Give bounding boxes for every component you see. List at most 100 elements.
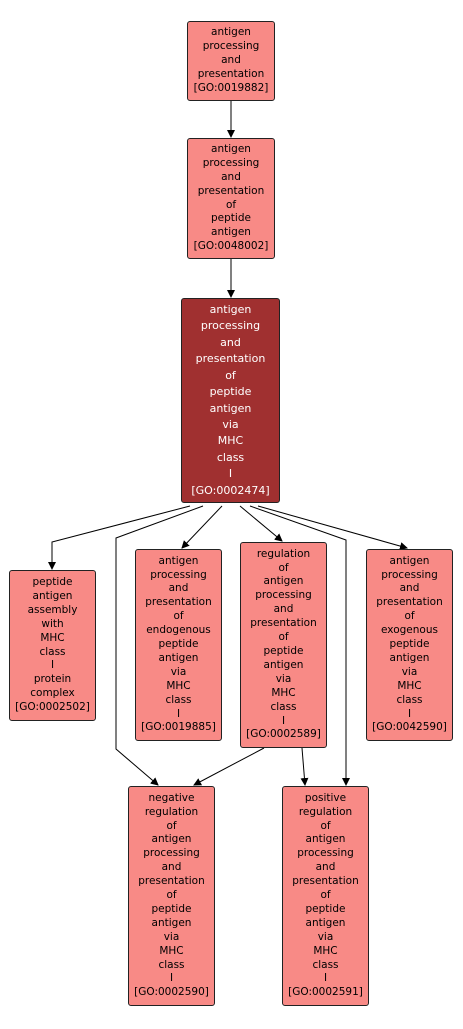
term-line: and: [168, 582, 189, 595]
term-line: class: [270, 700, 297, 713]
edge-go0002474-to-go0002502: [48, 505, 191, 570]
term-line: antigen: [209, 401, 252, 415]
term-line: antigen: [151, 916, 192, 929]
term-line: assembly: [27, 603, 78, 616]
term-line: antigen: [305, 833, 346, 846]
term-line: presentation: [138, 875, 205, 888]
term-line: via: [170, 665, 187, 678]
edge-go0002474-to-go0002591: [249, 505, 350, 786]
edge-go0002589-to-go0002591: [300, 747, 309, 786]
term-line: I: [323, 972, 328, 985]
term-line: presentation: [292, 875, 359, 888]
go-id-label: [GO:0002591]: [288, 986, 363, 999]
term-line: processing: [200, 319, 261, 333]
term-line: antigen: [211, 226, 251, 239]
term-line: of: [320, 819, 331, 832]
term-line: of: [225, 368, 236, 382]
term-line: negative: [148, 791, 195, 804]
term-line: presentation: [145, 596, 212, 609]
term-line: positive: [304, 791, 347, 804]
term-line: of: [166, 819, 177, 832]
term-line: processing: [150, 568, 207, 581]
go-node-0002474[interactable]: antigen processing and presentation of peptid…: [181, 298, 280, 503]
term-line: regulation: [256, 547, 311, 560]
term-line: MHC: [313, 944, 338, 957]
term-line: processing: [202, 40, 260, 53]
term-line: antigen: [263, 575, 304, 588]
term-line: presentation: [195, 352, 266, 366]
term-line: I: [281, 714, 286, 727]
term-line: class: [312, 958, 339, 971]
term-line: antigen: [305, 916, 346, 929]
term-line: processing: [202, 156, 260, 169]
term-line: MHC: [217, 434, 244, 448]
term-line: antigen: [211, 26, 251, 39]
go-id-label: [GO:0002589]: [246, 728, 321, 741]
term-line: and: [221, 170, 241, 183]
term-line: peptide: [211, 212, 251, 225]
term-line: via: [163, 930, 180, 943]
term-line: of: [173, 610, 184, 623]
term-line: class: [216, 450, 245, 464]
term-line: class: [158, 958, 185, 971]
term-line: antigen: [209, 303, 252, 317]
term-line: class: [165, 693, 192, 706]
term-line: via: [275, 672, 292, 685]
term-line: antigen: [158, 554, 199, 567]
term-line: and: [273, 603, 294, 616]
go-id-label: [GO:0002474]: [191, 483, 270, 497]
edge-go0002474-to-go0042590: [257, 505, 408, 550]
term-line: processing: [255, 589, 312, 602]
term-line: and: [220, 335, 241, 349]
term-line: processing: [143, 847, 200, 860]
term-line: peptide: [209, 385, 252, 399]
term-line: I: [176, 707, 181, 720]
term-line: MHC: [397, 679, 422, 692]
term-line: via: [401, 665, 418, 678]
term-line: protein: [33, 673, 72, 686]
term-line: class: [39, 645, 66, 658]
term-line: of: [166, 889, 177, 902]
term-line: peptide: [305, 902, 346, 915]
term-line: peptide: [151, 902, 192, 915]
term-line: peptide: [158, 638, 199, 651]
term-line: presentation: [250, 617, 317, 630]
term-line: with: [41, 617, 64, 630]
term-line: antigen: [151, 833, 192, 846]
edge-go0002474-to-go0002590: [115, 505, 204, 786]
term-line: peptide: [389, 638, 430, 651]
edge-go0002589-to-go0002590: [193, 747, 265, 786]
term-line: I: [228, 467, 233, 481]
term-line: presentation: [376, 596, 443, 609]
term-line: regulation: [298, 805, 353, 818]
term-line: MHC: [40, 631, 65, 644]
term-line: antigen: [158, 651, 199, 664]
term-line: complex: [30, 687, 75, 700]
term-line: MHC: [166, 679, 191, 692]
term-line: antigen: [32, 589, 73, 602]
edge-go0002474-to-go0002589: [239, 505, 283, 542]
term-line: peptide: [32, 575, 73, 588]
term-line: of: [278, 631, 289, 644]
term-line: and: [161, 861, 182, 874]
term-line: of: [404, 610, 415, 623]
go-id-label: [GO:0042590]: [372, 721, 447, 734]
term-line: I: [169, 972, 174, 985]
term-line: of: [278, 561, 289, 574]
term-line: class: [396, 693, 423, 706]
go-id-label: [GO:0002502]: [15, 701, 90, 714]
term-line: I: [50, 659, 55, 672]
term-line: processing: [381, 568, 438, 581]
term-line: exogenous: [381, 624, 438, 637]
term-line: MHC: [159, 944, 184, 957]
